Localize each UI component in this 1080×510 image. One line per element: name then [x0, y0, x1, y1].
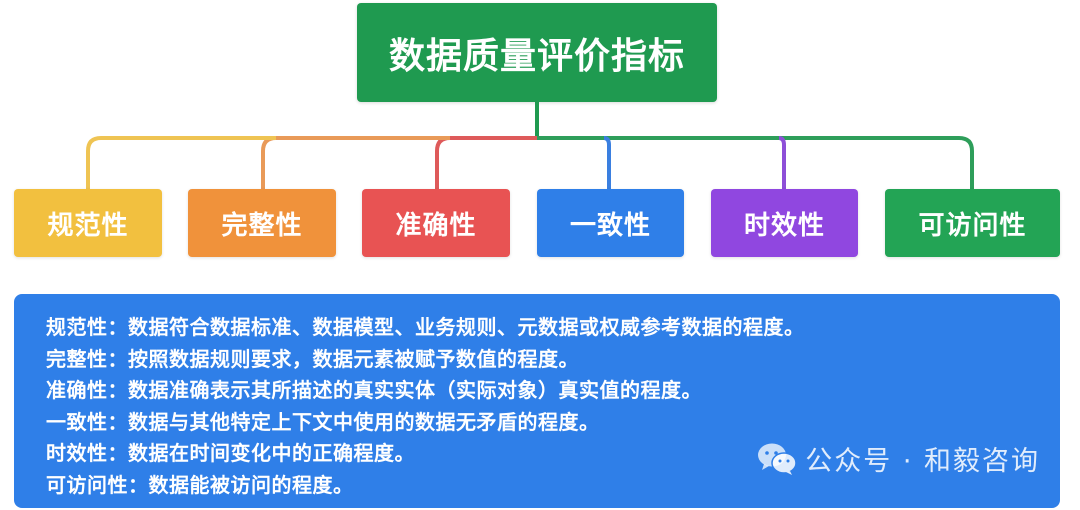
definition-accuracy: 准确性：数据准确表示其所描述的真实实体（实际对象）真实值的程度。 — [46, 378, 702, 402]
node-consistency: 一致性 — [537, 189, 684, 257]
definitions-panel: 规范性：数据符合数据标准、数据模型、业务规则、元数据或权威参考数据的程度。 完整… — [14, 294, 1060, 508]
node-standardization: 规范性 — [14, 189, 162, 257]
watermark: 公众号 · 和毅咨询 — [757, 439, 1040, 478]
node-accessibility: 可访问性 — [885, 189, 1060, 257]
node-label: 准确性 — [395, 210, 477, 241]
node-label: 可访问性 — [918, 210, 1027, 241]
definition-timeliness: 时效性：数据在时间变化中的正确程度。 — [46, 441, 415, 465]
wechat-icon — [758, 443, 797, 475]
node-label: 规范性 — [47, 210, 129, 241]
node-completeness: 完整性 — [188, 189, 336, 257]
watermark-text: 公众号 · 和毅咨询 — [805, 446, 1040, 477]
root-node-quality-metrics: 数据质量评价指标 — [357, 3, 717, 102]
node-timeliness: 时效性 — [711, 189, 858, 257]
definition-completeness: 完整性：按照数据规则要求，数据元素被赋予数值的程度。 — [46, 346, 579, 371]
definition-accessibility: 可访问性：数据能被访问的程度。 — [46, 472, 354, 497]
root-title: 数据质量评价指标 — [388, 35, 685, 77]
definition-consistency: 一致性：数据与其他特定上下文中使用的数据无矛盾的程度。 — [46, 409, 600, 434]
node-accuracy: 准确性 — [362, 189, 510, 257]
node-label: 完整性 — [221, 210, 303, 241]
node-label: 一致性 — [569, 210, 651, 241]
node-label: 时效性 — [743, 210, 825, 241]
definition-standardization: 规范性：数据符合数据标准、数据模型、业务规则、元数据或权威参考数据的程度。 — [46, 315, 805, 339]
